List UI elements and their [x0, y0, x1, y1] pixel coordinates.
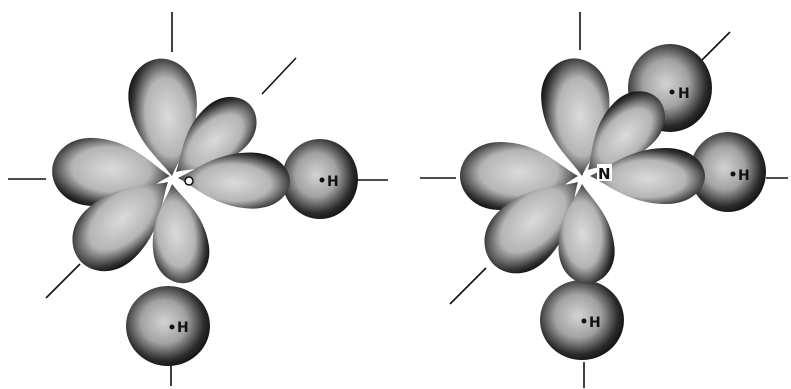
right-axis-diagonal-upper: [702, 32, 730, 60]
left-molecule: H H: [8, 12, 388, 386]
left-hydrogen-sphere-bottom: [126, 286, 210, 366]
left-hydrogen-label-bottom: H: [177, 320, 189, 336]
right-axis-diagonal-lower: [450, 268, 486, 304]
right-hydrogen-nucleus-right: [731, 172, 736, 177]
left-axis-diagonal-lower: [46, 264, 80, 298]
right-molecule: N H H H: [420, 12, 788, 388]
right-hydrogen-label-upper-right: H: [678, 86, 690, 102]
right-central-atom-label: N: [598, 165, 611, 183]
left-hydrogen-nucleus-right: [320, 178, 325, 183]
left-hydrogen-nucleus-bottom: [170, 325, 175, 330]
right-hydrogen-nucleus-upper-right: [670, 90, 675, 95]
left-central-nucleus: [185, 177, 193, 185]
right-hydrogen-label-right: H: [738, 168, 750, 184]
right-hydrogen-label-bottom: H: [589, 315, 601, 331]
left-axis-diagonal-upper: [262, 58, 296, 94]
right-hydrogen-nucleus-bottom: [582, 319, 587, 324]
left-hydrogen-label-right: H: [327, 174, 339, 190]
